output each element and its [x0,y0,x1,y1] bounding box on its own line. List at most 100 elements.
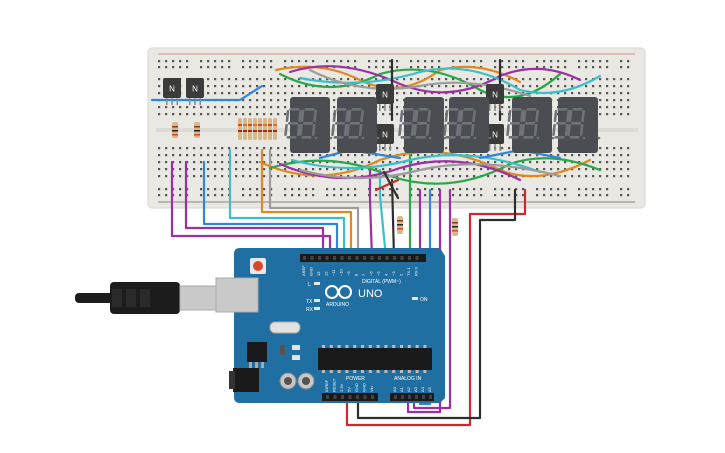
breadboard-hole [480,92,483,95]
breadboard-hole [389,168,392,171]
breadboard-hole [193,161,196,164]
breadboard-hole [620,194,623,197]
breadboard-hole [606,60,609,63]
breadboard-hole [585,168,588,171]
breadboard-hole [249,161,252,164]
breadboard-hole [564,85,567,88]
breadboard-hole [207,161,210,164]
resistor-array[interactable] [238,118,277,140]
breadboard-hole [466,194,469,197]
display-segment [557,108,568,111]
breadboard-hole [333,147,336,150]
breadboard-hole [466,168,469,171]
breadboard-hole [235,106,238,109]
breadboard-hole [158,194,161,197]
breadboard-hole [599,194,602,197]
chip-pins [322,345,427,373]
breadboard-hole [375,194,378,197]
display-segment [521,124,525,136]
display-segment [414,110,419,122]
breadboard-hole [242,154,245,157]
transistor[interactable]: N [376,84,394,111]
breadboard-hole [557,168,560,171]
breadboard-hole [543,78,546,81]
resistor-bottom-1[interactable] [397,216,403,234]
breadboard-hole [550,175,553,178]
resistor-left-2[interactable] [194,122,200,138]
transistor[interactable]: N [486,84,504,111]
breadboard-hole [298,168,301,171]
usb-port[interactable] [215,277,259,313]
breadboard-hole [466,60,469,63]
breadboard-hole [340,78,343,81]
seven-segment-display[interactable] [398,97,447,153]
power-label: POWER [346,376,365,382]
breadboard-hole [354,60,357,63]
breadboard-hole [480,168,483,171]
breadboard-hole [550,168,553,171]
breadboard-hole [256,106,259,109]
breadboard-hole [550,161,553,164]
power-jack[interactable] [233,368,259,392]
seven-segment-display[interactable] [443,97,492,153]
breadboard-hole [263,85,266,88]
breadboard-hole [326,60,329,63]
seven-segment-display[interactable] [284,97,333,153]
resistor-left[interactable] [172,122,178,138]
resistor-bottom-2[interactable] [452,218,458,236]
breadboard-hole [578,188,581,191]
power-pin-label: GND [354,383,359,392]
breadboard-hole [193,147,196,150]
breadboard-hole [459,194,462,197]
display-segment [472,110,476,122]
breadboard-hole [564,60,567,63]
breadboard-hole [592,194,595,197]
breadboard-hole [473,175,476,178]
breadboard-hole [627,60,630,63]
breadboard-hole [207,168,210,171]
breadboard-hole [627,194,630,197]
breadboard-hole [284,113,287,116]
breadboard-hole [186,106,189,109]
seven-segment-display[interactable] [552,97,601,153]
jumper-wire [268,157,602,185]
breadboard-hole [263,161,266,164]
breadboard-hole [627,92,630,95]
breadboard-hole [508,85,511,88]
breadboard-hole [606,92,609,95]
display-segment [336,108,347,111]
breadboard-hole [284,66,287,69]
transistor[interactable]: N [163,78,181,105]
breadboard-hole [613,168,616,171]
breadboard-hole [571,175,574,178]
transistor[interactable]: N [186,78,204,105]
breadboard-hole [585,194,588,197]
breadboard-hole [354,78,357,81]
breadboard-hole [599,66,602,69]
breadboard-hole [347,92,350,95]
led-on [412,297,418,300]
breadboard-hole [613,85,616,88]
breadboard-hole [333,99,336,102]
breadboard-hole [431,85,434,88]
usb-cable[interactable] [75,282,217,314]
seven-segment-display[interactable] [506,97,555,153]
breadboard-hole [284,154,287,157]
breadboard-hole [592,92,595,95]
reset-button[interactable] [253,261,263,271]
breadboard-hole [522,194,525,197]
arduino-brand: ARDUINO [326,302,349,308]
breadboard-hole [585,188,588,191]
resistor [243,118,247,140]
breadboard-hole [193,168,196,171]
jumper-wire [184,160,325,260]
breadboard-hole [284,99,287,102]
breadboard-hole [214,78,217,81]
crystal-oscillator [269,321,301,334]
transistor[interactable]: N [376,124,394,151]
breadboard-hole [242,161,245,164]
breadboard-hole [256,161,259,164]
breadboard-hole [354,175,357,178]
seven-segment-display[interactable] [331,97,380,153]
